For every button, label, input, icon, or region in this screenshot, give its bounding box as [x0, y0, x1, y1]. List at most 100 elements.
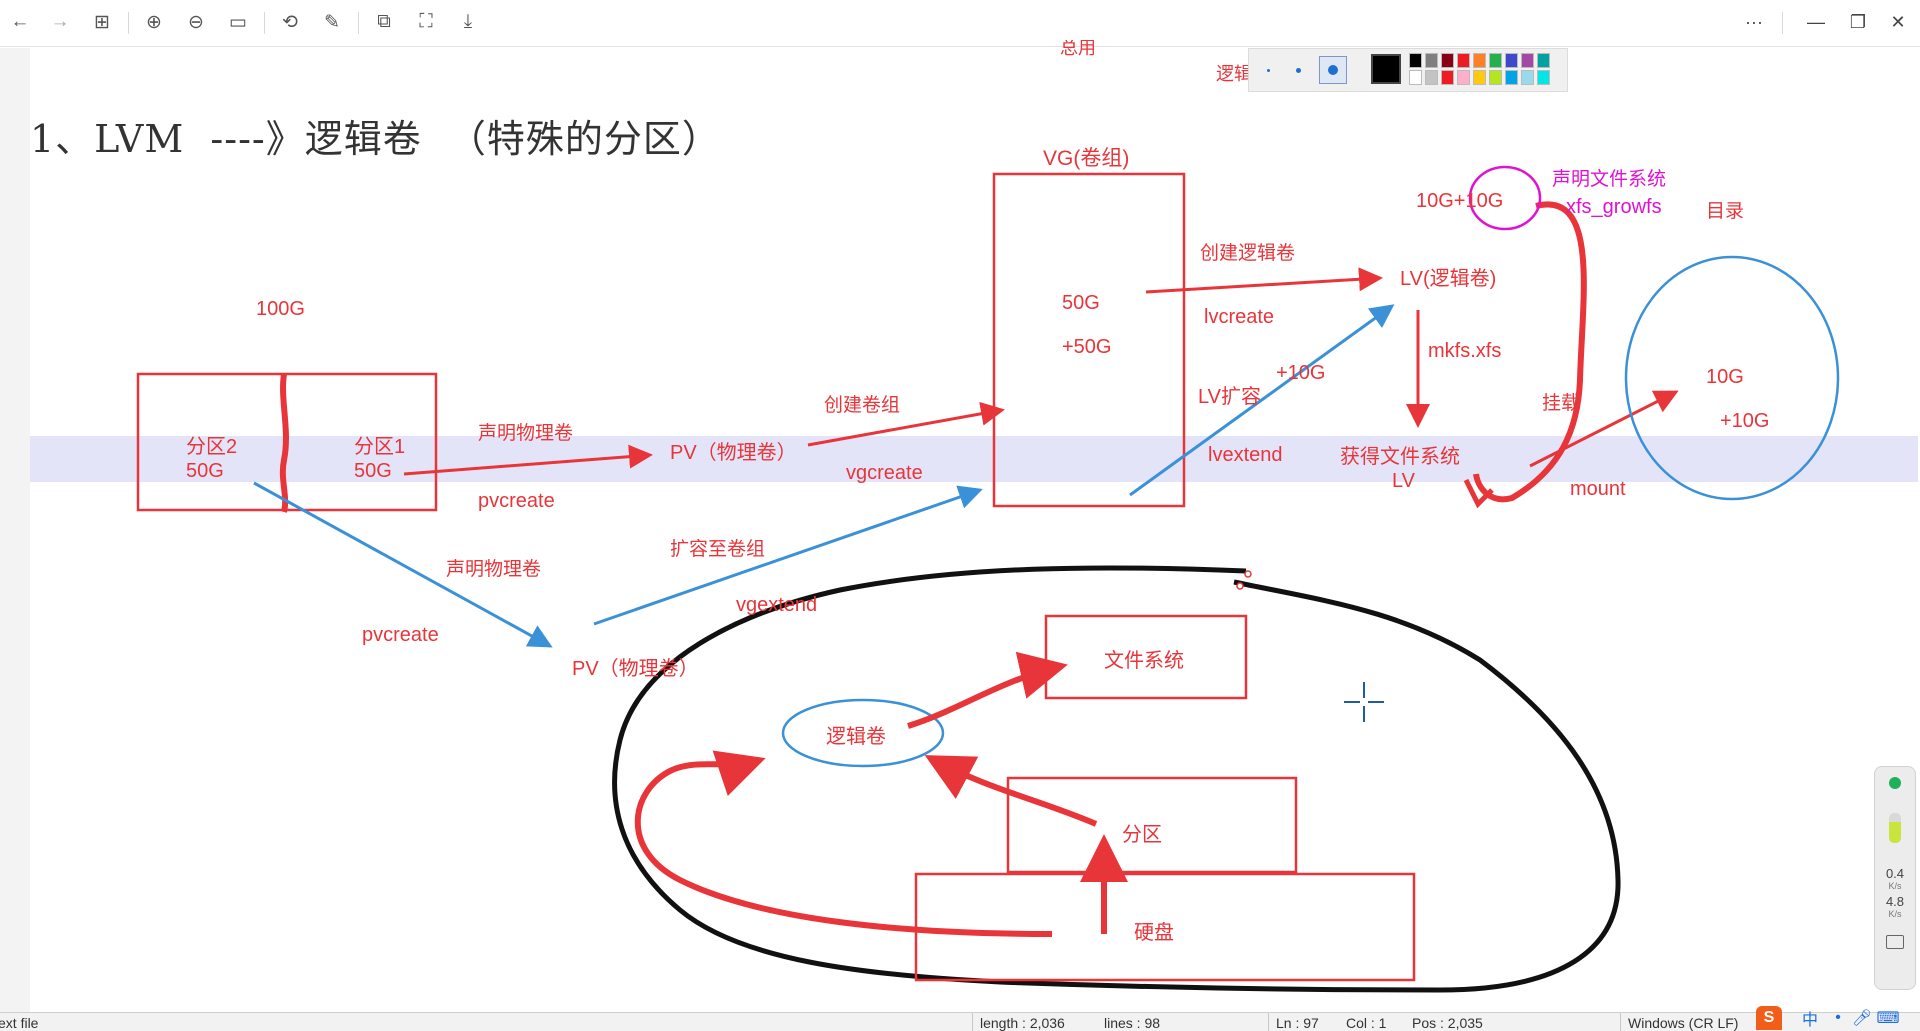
color-swatch[interactable]	[1457, 53, 1470, 68]
back-button[interactable]: ←	[4, 6, 36, 38]
network-speed-widget[interactable]: 0.4 K/s 4.8 K/s	[1874, 766, 1916, 990]
more-options-button[interactable]: ···	[1734, 6, 1774, 38]
forward-arrow-icon: →	[50, 11, 70, 32]
zoom-in-icon: ⊕	[146, 11, 162, 33]
vgcreate-label: vgcreate	[846, 462, 923, 484]
status-dot-icon	[1889, 777, 1901, 789]
partition-label: 分区	[1122, 824, 1162, 846]
palette-partial-label: 逻辑	[1216, 64, 1252, 84]
current-color-swatch[interactable]	[1371, 54, 1401, 84]
edit-button[interactable]: ✎	[316, 6, 348, 38]
pv-label-2: PV（物理卷）	[572, 658, 699, 680]
ime-punctuation-icon[interactable]: •	[1835, 1009, 1841, 1026]
lv-ellipse-label: 逻辑卷	[826, 726, 886, 748]
forward-button[interactable]: →	[44, 6, 76, 38]
cursor-col: Col : 1	[1346, 1015, 1387, 1031]
part1-label: 分区1	[354, 436, 406, 458]
color-swatch[interactable]	[1521, 53, 1534, 68]
fullscreen-button[interactable]: ⛶	[410, 6, 442, 38]
fit-page-button[interactable]: ▭	[222, 6, 254, 38]
pen-size-large[interactable]	[1319, 56, 1347, 84]
doc-lines: lines : 98	[1104, 1015, 1161, 1031]
mkfs-label: mkfs.xfs	[1428, 340, 1502, 362]
save-button[interactable]: ⤓	[452, 6, 484, 38]
color-swatch[interactable]	[1457, 70, 1470, 85]
keyboard-icon[interactable]: ⌨	[1876, 1010, 1900, 1027]
pvcreate-label-2: pvcreate	[362, 624, 439, 646]
lv-extend-label: LV扩容	[1198, 386, 1261, 408]
color-swatch[interactable]	[1505, 53, 1518, 68]
copy-button[interactable]: ⧉	[368, 6, 400, 38]
color-swatch[interactable]	[1537, 53, 1550, 68]
color-swatch[interactable]	[1441, 70, 1454, 85]
part2-label: 分区2	[186, 436, 238, 458]
declare-fs-label: 声明文件系统	[1552, 169, 1667, 190]
color-swatch[interactable]	[1521, 70, 1534, 85]
pen-size-small[interactable]	[1259, 61, 1277, 79]
part1-size: 50G	[354, 460, 392, 482]
zoom-out-icon: ⊖	[188, 11, 204, 33]
partial-top-text: 总用	[1060, 38, 1096, 58]
fs-box-label: 文件系统	[1104, 650, 1184, 672]
restore-button[interactable]: ❐	[1838, 6, 1878, 38]
ime-logo-icon[interactable]: S	[1756, 1006, 1782, 1030]
pvcreate-label: pvcreate	[478, 490, 555, 512]
lv-title: LV(逻辑卷)	[1400, 268, 1497, 290]
grid-view-button[interactable]: ⊞	[86, 6, 118, 38]
plus-10g-label: +10G	[1276, 362, 1326, 384]
line-ending[interactable]: Windows (CR LF)	[1628, 1015, 1739, 1031]
color-swatch[interactable]	[1409, 53, 1422, 68]
color-swatch[interactable]	[1409, 70, 1422, 85]
current-line-highlight	[30, 436, 1918, 482]
cursor-line: Ln : 97	[1276, 1015, 1319, 1031]
color-swatch[interactable]	[1505, 70, 1518, 85]
minimize-button[interactable]: —	[1796, 6, 1836, 38]
vg-50g: 50G	[1062, 292, 1100, 314]
grid-icon: ⊞	[94, 11, 110, 33]
rotate-button[interactable]: ⟲	[274, 6, 306, 38]
color-swatch[interactable]	[1473, 53, 1486, 68]
dot-icon	[1328, 65, 1338, 75]
color-swatch[interactable]	[1489, 70, 1502, 85]
page-heading: 1、LVM ----》逻辑卷 （特殊的分区）	[30, 117, 721, 161]
pen-palette	[1248, 48, 1568, 92]
download-unit: K/s	[1888, 909, 1902, 919]
upload-speed: 0.4	[1885, 866, 1905, 881]
close-icon: ✕	[1890, 11, 1906, 32]
color-swatch[interactable]	[1473, 70, 1486, 85]
color-swatch[interactable]	[1537, 70, 1550, 85]
lvcreate-label: lvcreate	[1204, 306, 1275, 328]
pen-size-medium[interactable]	[1289, 61, 1307, 79]
close-button[interactable]: ✕	[1878, 6, 1918, 38]
level-icon	[1889, 813, 1901, 843]
dot-icon	[1266, 68, 1270, 72]
vg-title: VG(卷组)	[1043, 147, 1130, 170]
part2-size: 50G	[186, 460, 224, 482]
color-swatch[interactable]	[1489, 53, 1502, 68]
disk-100g-label: 100G	[256, 298, 305, 320]
color-swatch[interactable]	[1441, 53, 1454, 68]
microphone-icon[interactable]: 🎤︎	[1851, 1010, 1873, 1027]
dir-10g-label: 10G	[1706, 366, 1744, 388]
ime-language-toggle[interactable]: 中	[1801, 1012, 1818, 1029]
camera-icon	[1886, 935, 1904, 949]
upload-unit: K/s	[1888, 881, 1902, 891]
extend-vg-label: 扩容至卷组	[670, 539, 766, 560]
zoom-in-button[interactable]: ⊕	[138, 6, 170, 38]
download-icon: ⤓	[463, 11, 473, 32]
color-swatch[interactable]	[1425, 70, 1438, 85]
lv-label: LV	[1392, 470, 1415, 492]
pv-label: PV（物理卷）	[670, 442, 797, 464]
fit-page-icon: ▭	[229, 11, 247, 33]
zoom-out-button[interactable]: ⊖	[180, 6, 212, 38]
restore-icon: ❐	[1849, 11, 1867, 32]
directory-label: 目录	[1706, 201, 1745, 222]
download-speed: 4.8	[1885, 894, 1905, 909]
copy-icon: ⧉	[377, 11, 391, 32]
more-icon: ···	[1745, 11, 1763, 32]
color-swatch[interactable]	[1425, 53, 1438, 68]
mount-label: mount	[1570, 478, 1626, 500]
vgextend-label: vgextend	[736, 594, 818, 616]
edit-icon: ✎	[324, 11, 340, 33]
disk-label: 硬盘	[1134, 922, 1174, 944]
